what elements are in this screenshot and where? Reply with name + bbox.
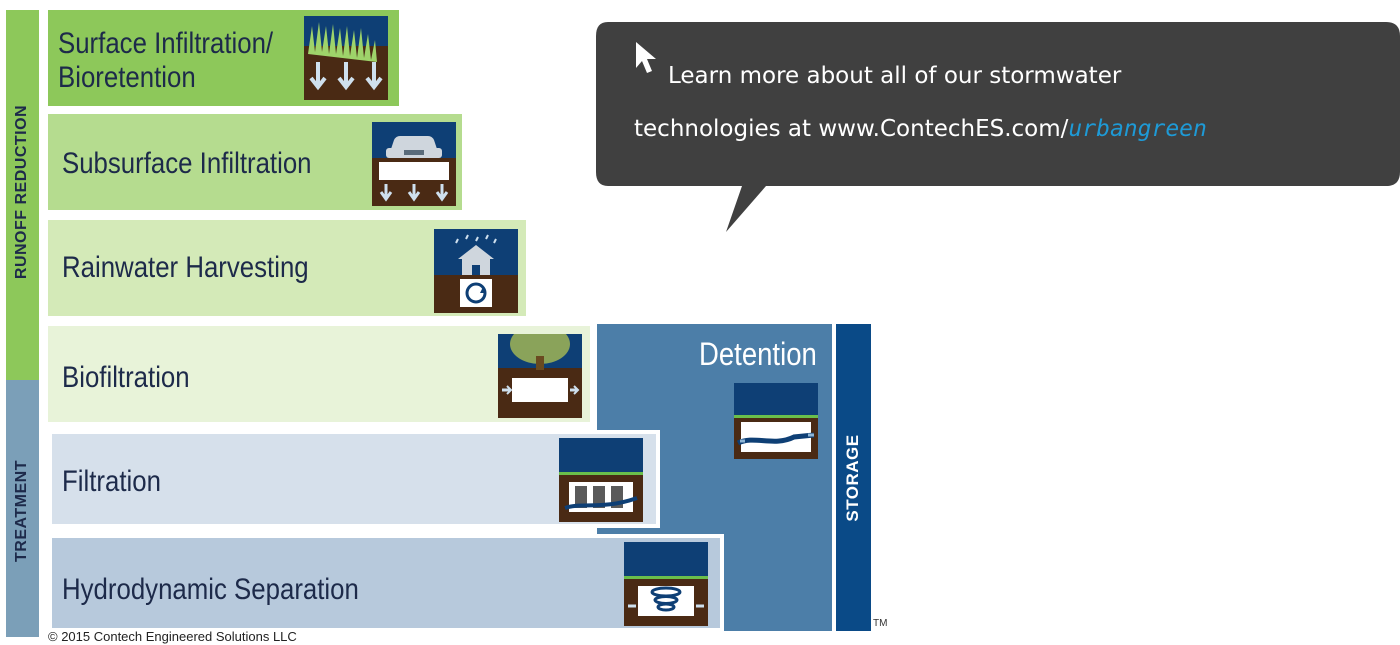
callout-line-1: Learn more about all of our stormwater xyxy=(668,63,1122,89)
runoff-reduction-bar xyxy=(6,10,39,380)
row-surface-infiltration-label-2: Bioretention xyxy=(58,61,196,94)
detention-label: Detention xyxy=(699,336,817,372)
row-hydrodynamic-separation-inner xyxy=(52,538,720,628)
callout-url-accent[interactable]: urbangreen xyxy=(1068,116,1207,142)
trademark: TM xyxy=(873,618,888,629)
detention-pipe-icon xyxy=(734,383,818,459)
callout-url-prefix[interactable]: technologies at www.ContechES.com/ xyxy=(634,116,1069,142)
runoff-reduction-label: RUNOFF REDUCTION xyxy=(13,104,30,280)
cursor-arrow-icon xyxy=(636,42,656,73)
treatment-label: TREATMENT xyxy=(13,460,30,562)
vortex-separator-icon xyxy=(624,542,708,626)
car-subsurface-icon xyxy=(372,122,456,206)
filter-cartridge-icon xyxy=(559,438,643,522)
tree-biofiltration-icon xyxy=(498,334,582,418)
house-rain-harvest-icon xyxy=(434,229,518,313)
row-hydrodynamic-separation-label: Hydrodynamic Separation xyxy=(62,573,359,606)
callout-line-2: technologies at www.ContechES.com/urbang… xyxy=(634,116,1207,142)
grass-infiltration-icon xyxy=(304,16,388,100)
row-filtration-label: Filtration xyxy=(62,465,161,498)
row-surface-infiltration-label: Surface Infiltration/ xyxy=(58,27,274,60)
callout-bubble xyxy=(596,22,1400,232)
row-filtration-inner xyxy=(52,434,656,524)
row-rainwater-harvesting-label: Rainwater Harvesting xyxy=(62,251,309,284)
storage-label: STORAGE xyxy=(843,434,862,522)
storage-bar xyxy=(836,324,871,631)
row-subsurface-infiltration-label: Subsurface Infiltration xyxy=(62,147,312,180)
copyright: © 2015 Contech Engineered Solutions LLC xyxy=(48,629,297,644)
treatment-bar xyxy=(6,380,39,637)
row-biofiltration-label: Biofiltration xyxy=(62,361,190,394)
